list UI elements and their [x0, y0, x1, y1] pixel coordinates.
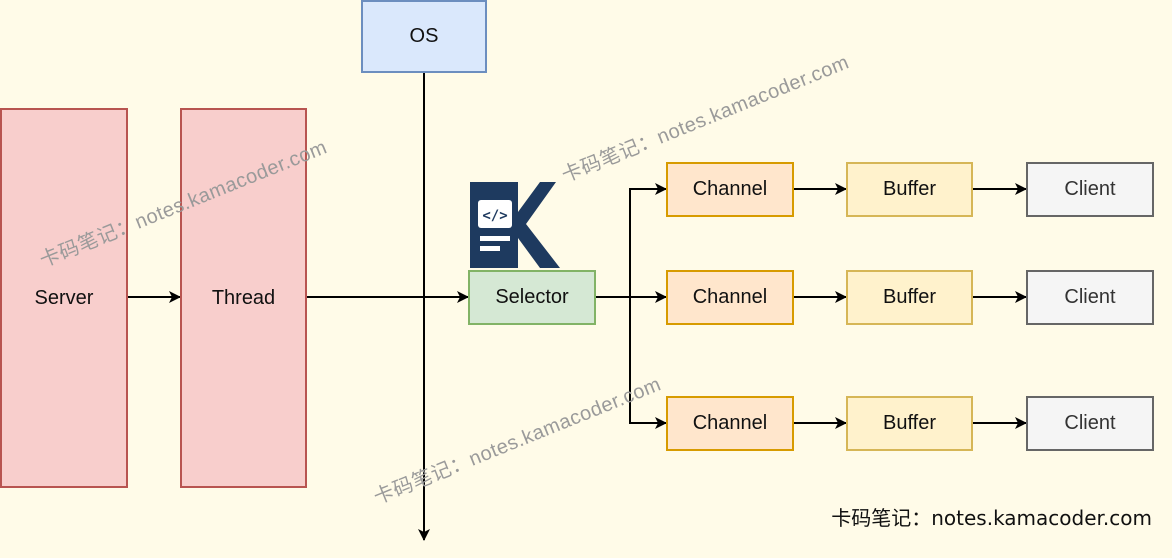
client-node-1: Client	[1026, 162, 1154, 217]
channel-label: Channel	[692, 412, 768, 434]
thread-node: Thread	[180, 108, 307, 488]
buffer-label: Buffer	[883, 412, 936, 434]
channel-label: Channel	[692, 286, 768, 308]
selector-channel3-arrow	[629, 297, 667, 429]
buffer-label: Buffer	[883, 178, 936, 200]
selector-channel1-arrow	[596, 183, 667, 298]
buffer-node-2: Buffer	[846, 270, 973, 325]
os-node: OS	[361, 0, 487, 73]
buffer-node-1: Buffer	[846, 162, 973, 217]
client-label: Client	[1064, 178, 1116, 200]
channel-node-2: Channel	[666, 270, 794, 325]
kamacoder-logo-icon: </>	[470, 182, 560, 268]
svg-text:</>: </>	[482, 208, 507, 224]
client-node-2: Client	[1026, 270, 1154, 325]
channel-node-1: Channel	[666, 162, 794, 217]
buffer-node-3: Buffer	[846, 396, 973, 451]
selector-label: Selector	[495, 286, 569, 308]
thread-label: Thread	[211, 286, 276, 309]
client-label: Client	[1064, 286, 1116, 308]
channel-label: Channel	[692, 178, 768, 200]
server-node: Server	[0, 108, 128, 488]
selector-node: Selector	[468, 270, 596, 325]
client-label: Client	[1064, 412, 1116, 434]
server-label: Server	[34, 286, 94, 309]
buffer-label: Buffer	[883, 286, 936, 308]
client-node-3: Client	[1026, 396, 1154, 451]
os-label: OS	[409, 25, 439, 47]
channel-node-3: Channel	[666, 396, 794, 451]
footer-caption: 卡码笔记：notes.kamacoder.com	[831, 506, 1152, 530]
